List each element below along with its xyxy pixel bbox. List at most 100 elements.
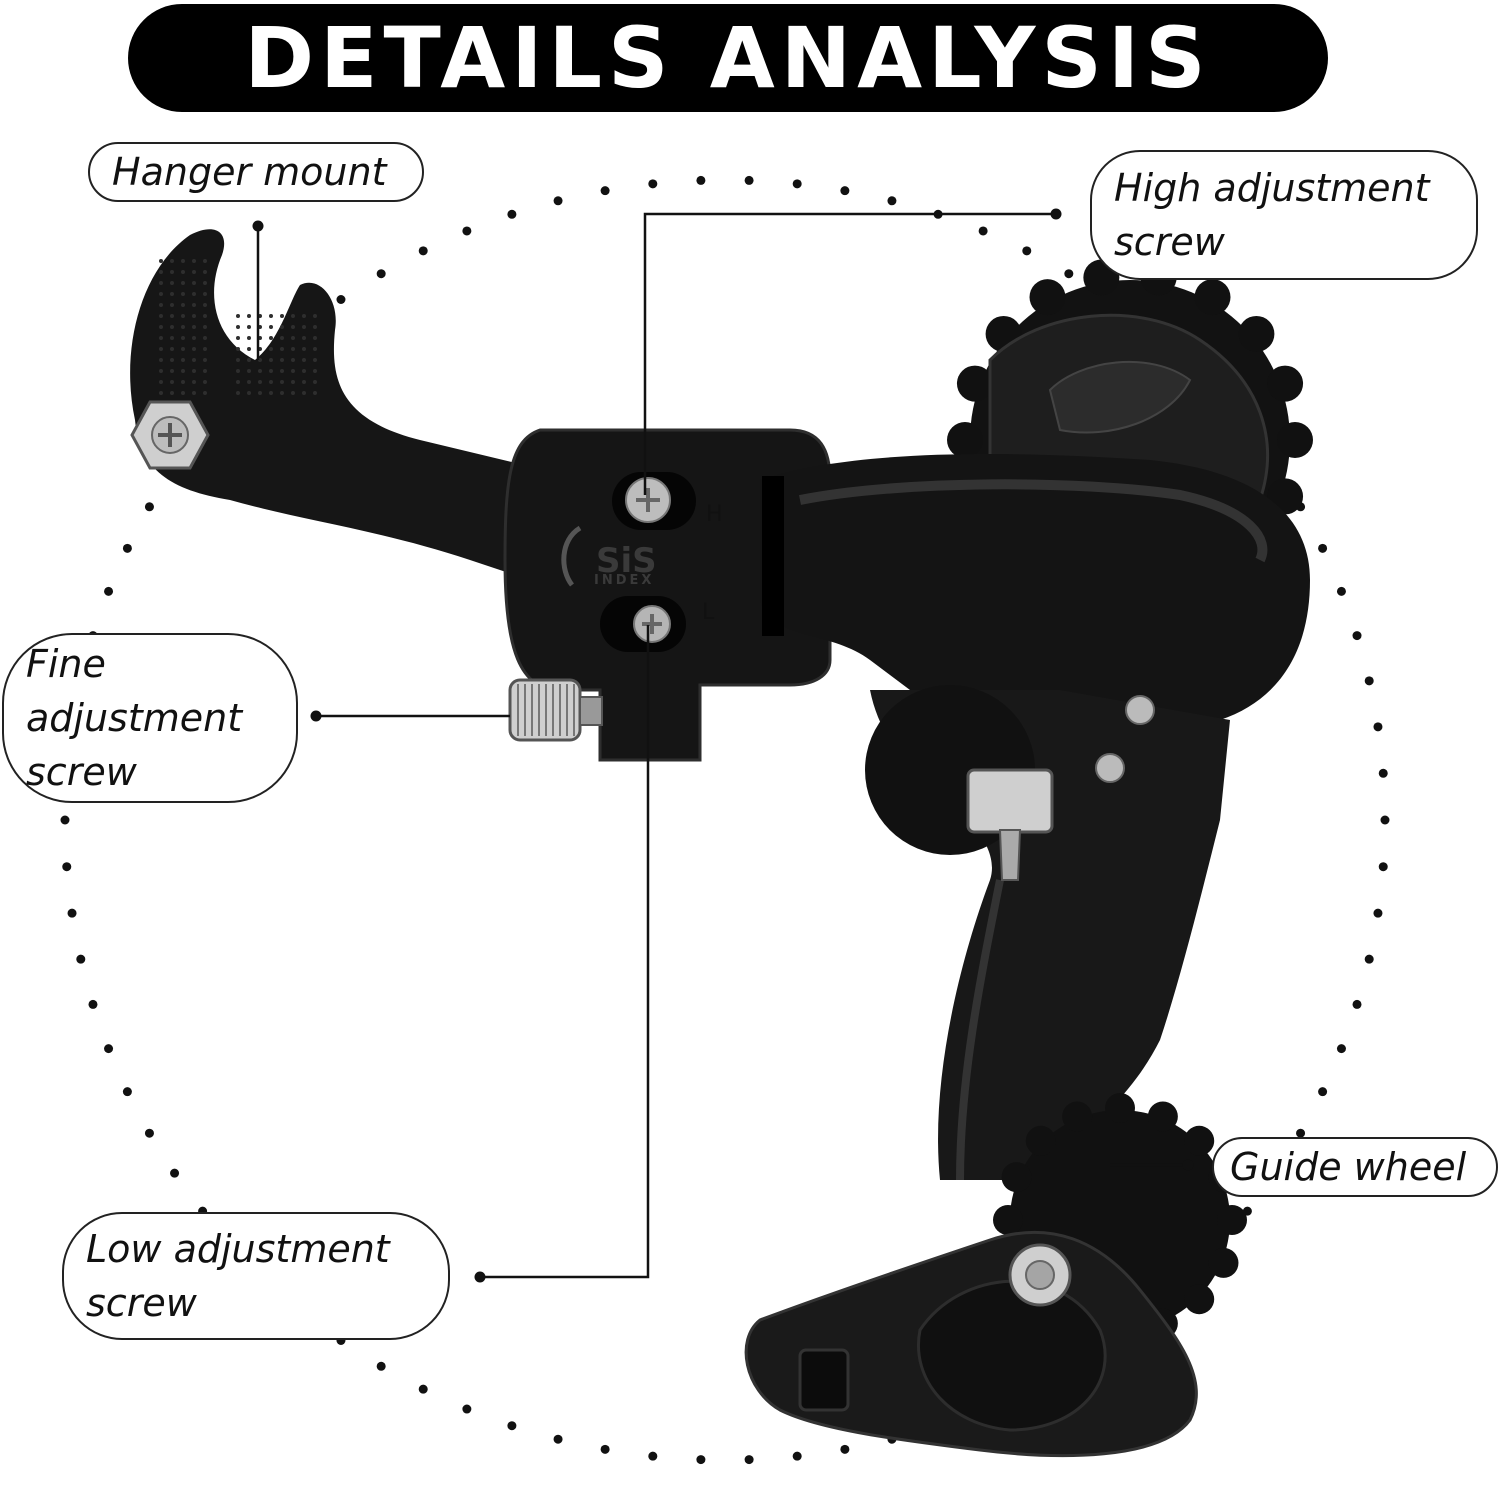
pulley-tooth — [1277, 422, 1313, 458]
texture-dot — [302, 336, 306, 340]
texture-dot — [170, 380, 174, 384]
texture-dot — [236, 347, 240, 351]
texture-dot — [269, 325, 273, 329]
texture-dot — [192, 391, 196, 395]
texture-dot — [291, 314, 295, 318]
ring-dot — [122, 543, 132, 553]
label-low-adjustment-screw: Low adjustment screw — [62, 1212, 450, 1340]
leader-end-dots — [252, 208, 1194, 1283]
texture-dot — [280, 325, 284, 329]
ring-dot — [1318, 543, 1328, 553]
ring-dot — [600, 186, 610, 196]
ring-dot — [648, 179, 658, 189]
texture-dot — [159, 358, 163, 362]
ring-dot — [144, 1128, 154, 1138]
texture-dot — [181, 314, 185, 318]
ring-dot — [1352, 999, 1362, 1009]
texture-dot — [313, 325, 317, 329]
high-screw-letter: H — [706, 502, 723, 527]
texture-dot — [247, 314, 251, 318]
texture-dot — [291, 369, 295, 373]
texture-dot — [313, 336, 317, 340]
ring-dot — [376, 269, 386, 279]
texture-dot — [159, 270, 163, 274]
pulley-tooth — [1208, 1247, 1239, 1278]
texture-dot — [159, 347, 163, 351]
leader-low — [480, 625, 650, 1279]
hanger-bolt-slot — [158, 423, 182, 447]
texture-dot — [159, 391, 163, 395]
texture-dot — [203, 292, 207, 296]
label-guide-wheel-text: Guide wheel — [1230, 1145, 1467, 1189]
texture-dot — [181, 358, 185, 362]
texture-dot — [313, 380, 317, 384]
ring-dot — [62, 862, 72, 872]
ring-dot — [840, 1444, 850, 1454]
ring-dot — [1378, 862, 1388, 872]
texture-dot — [181, 270, 185, 274]
texture-dot — [291, 325, 295, 329]
texture-dot — [181, 292, 185, 296]
texture-dot — [192, 314, 196, 318]
ring-dot — [978, 226, 988, 236]
label-high-adjustment-screw: High adjustment screw — [1090, 150, 1478, 280]
ring-dot — [507, 209, 517, 219]
leader-high — [643, 212, 1056, 495]
texture-dot — [258, 391, 262, 395]
texture-dot — [170, 391, 174, 395]
ring-dot — [744, 175, 754, 185]
texture-dot — [236, 391, 240, 395]
texture-dot — [203, 281, 207, 285]
texture-dot — [280, 358, 284, 362]
ring-dot — [1336, 1044, 1346, 1054]
texture-dot — [159, 303, 163, 307]
texture-dot — [181, 391, 185, 395]
ring-dot — [792, 179, 802, 189]
texture-dot — [302, 391, 306, 395]
texture-dot — [247, 347, 251, 351]
cage-tab — [798, 1348, 850, 1412]
pulley-tooth — [1184, 1125, 1215, 1156]
texture-dot — [269, 391, 273, 395]
ring-dot — [1064, 269, 1074, 279]
texture-dot — [236, 325, 240, 329]
label-guide-wheel: Guide wheel — [1212, 1137, 1498, 1197]
pulley-tooth — [993, 1205, 1023, 1235]
texture-dot — [170, 369, 174, 373]
texture-dot — [291, 391, 295, 395]
ring-dot — [144, 502, 154, 512]
ring-dot — [76, 954, 86, 964]
texture-dot — [170, 259, 174, 263]
ring-dot — [462, 226, 472, 236]
texture-dot — [159, 336, 163, 340]
ring-dot — [553, 196, 563, 206]
texture-dot — [181, 281, 185, 285]
texture-dot — [181, 347, 185, 351]
derailleur-body — [760, 454, 1310, 730]
ring-dot — [60, 815, 70, 825]
texture-dot — [192, 270, 196, 274]
texture-dot — [159, 281, 163, 285]
texture-dot — [203, 259, 207, 263]
texture-dot — [302, 380, 306, 384]
cable-anchor-nut — [966, 768, 1054, 834]
texture-dot — [247, 380, 251, 384]
texture-dot — [203, 325, 207, 329]
texture-dot — [291, 336, 295, 340]
dot-guide — [1182, 1159, 1194, 1171]
ring-dot — [744, 1455, 754, 1465]
pulley-tooth — [1025, 1125, 1056, 1156]
texture-dot — [170, 358, 174, 362]
label-fine-adjustment-text: Fine adjustment screw — [26, 642, 243, 794]
texture-dot — [170, 325, 174, 329]
ring-dot — [1380, 815, 1390, 825]
dot-high — [1050, 208, 1062, 220]
texture-dot — [236, 336, 240, 340]
texture-dot — [192, 325, 196, 329]
ring-dot — [336, 294, 346, 304]
pulley-tooth — [1147, 1101, 1178, 1132]
ring-dot — [1373, 908, 1383, 918]
pulley-tooth — [1001, 1162, 1032, 1193]
texture-dot — [313, 314, 317, 318]
